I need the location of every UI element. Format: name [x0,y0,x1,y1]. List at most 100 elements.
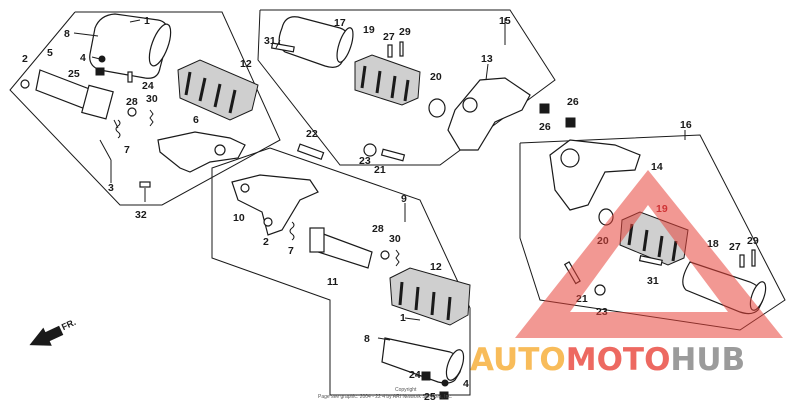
callout-1: 1 [144,15,150,27]
callout-26b: 26 [567,96,579,108]
callout-8b: 8 [364,333,370,345]
front-direction-label: FR. [60,317,77,332]
callout-29: 29 [399,26,411,38]
callout-24: 24 [142,80,154,92]
left-rear-assembly [20,13,259,188]
callout-11: 11 [327,276,338,288]
frame-left-rear [9,11,281,206]
bracket-16-hole [560,148,580,168]
bolt-27-part [387,44,393,58]
callout-27b: 27 [729,241,741,253]
callout-27: 27 [383,31,395,43]
callout-7b: 7 [288,245,294,257]
callout-14: 14 [651,161,663,173]
watermark-part-auto: AUTO [470,342,566,378]
washer-28-part [127,107,137,117]
cover-8b-end [445,349,465,381]
callout-4: 4 [80,52,86,64]
callout-17: 17 [334,17,346,29]
front-direction-indicator: FR. [29,317,77,346]
bracket-6-hole [214,144,226,156]
callout-8: 8 [64,28,70,40]
watermark-triangle-icon [515,170,783,338]
pin-2-part [20,79,30,89]
shaft-11-head [309,227,325,253]
bolt-22-part [296,143,325,161]
callout-28: 28 [126,96,138,108]
callout-6: 6 [193,114,199,126]
callout-10: 10 [233,212,245,224]
automotohub-watermark: AUTOMOTOHUB [470,170,783,378]
pin-29-part [399,41,404,57]
bracket-10-hole [240,183,250,193]
bolt-24-part [127,71,133,83]
grip-17-end [336,27,354,63]
callout-2: 2 [22,53,28,65]
copyright-line-2: Page see graphic: 2004 - 22 4 by ARI Net… [318,394,452,400]
bracket-13-part [447,77,531,151]
bolt-31b-part [638,255,663,266]
callout-23: 23 [359,155,371,167]
callout-12: 12 [240,58,252,70]
callout-15: 15 [499,15,511,27]
callout-7: 7 [124,144,130,156]
washer-4b-part [441,379,449,387]
spring-30-part [149,109,154,127]
callout-31b: 31 [647,275,659,287]
rubber-cover-end [148,23,172,67]
callout-13: 13 [481,53,493,65]
callout-5: 5 [47,47,53,59]
top-right-assembly [270,16,576,162]
rubber-12b-ribs [398,281,452,321]
callout-1b: 1 [400,312,406,324]
pin-29b-part [751,249,756,267]
callout-12b: 12 [430,261,442,273]
nut-24b-part [421,371,431,381]
copyright-line-1: Copyright [395,387,417,393]
peg-rubber-19-part [354,54,421,106]
callout-22: 22 [306,128,318,140]
bottom-center-assembly [231,143,471,400]
callout-9: 9 [401,193,407,205]
callout-2b: 2 [263,236,269,248]
watermark-part-hub: HUB [670,342,745,378]
callout-16: 16 [680,119,692,131]
callout-21: 21 [374,164,386,176]
callout-31: 31 [264,35,276,47]
callout-3: 3 [108,182,114,194]
callout-labels: 1 8 2 5 4 25 24 28 30 12 7 6 3 32 31 17 … [22,15,759,403]
callout-29b: 29 [747,235,759,247]
frame-bottom-center [211,147,471,396]
callout-30: 30 [146,93,158,105]
spring-7b-part [289,221,295,241]
callout-20: 20 [430,71,442,83]
bolt-27b-part [739,254,745,268]
nut-26a-part [539,103,550,114]
callout-30b: 30 [389,233,401,245]
frame-top-right [257,9,556,166]
leader-lines [73,18,686,341]
callout-24b: 24 [409,369,421,381]
spring-7-part [115,119,121,139]
rubber-cover-part [89,13,169,79]
bracket-6-part [157,131,246,173]
washer-20-part [428,98,446,118]
bracket-13-hole [462,97,478,113]
callout-28b: 28 [372,223,384,235]
bolt-21-part [380,148,406,162]
watermark-text: AUTOMOTOHUB [470,342,745,378]
callout-4b: 4 [463,378,469,390]
callout-32: 32 [135,209,147,221]
pin-2b-part [263,217,273,227]
watermark-part-moto: MOTO [566,342,671,378]
nut-23-part [363,143,377,157]
nut-25b-part [439,391,449,400]
nut-25-part [95,67,105,76]
callout-26a: 26 [539,121,551,133]
bracket-10-part [231,174,319,236]
bolt-32-part [139,181,151,188]
callout-19: 19 [363,24,375,36]
callout-21b: 21 [576,293,588,305]
peg-bracket-part [81,84,114,120]
